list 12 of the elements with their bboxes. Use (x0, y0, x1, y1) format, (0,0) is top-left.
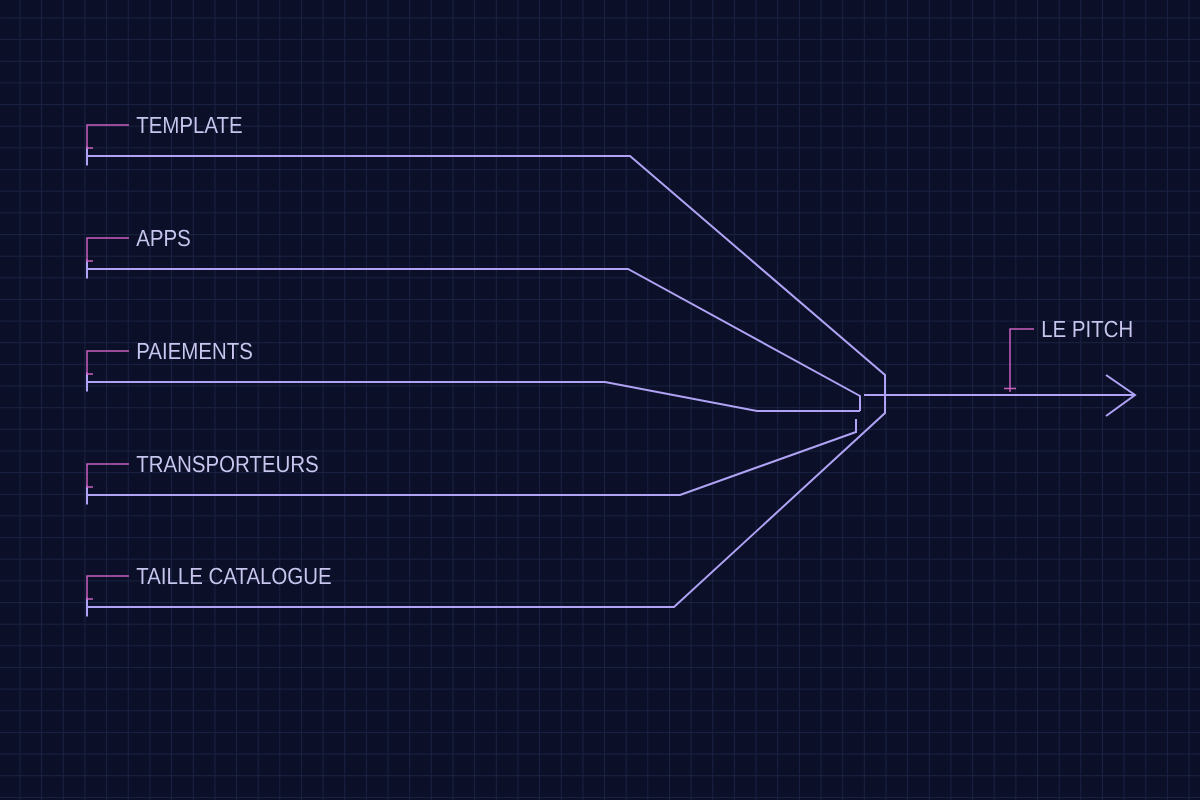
leader-line (86, 350, 130, 375)
track-label: PAIEMENTS (137, 342, 252, 360)
track-label: APPS (136, 229, 190, 247)
leader-line (1009, 328, 1035, 393)
leader-line (86, 575, 130, 600)
leader-line (86, 237, 130, 262)
track-label: TRANSPORTEURS (136, 455, 318, 473)
leader-line (86, 124, 130, 149)
track-label: TAILLE CATALOGUE (136, 567, 331, 585)
leader-line (86, 463, 130, 488)
track-label: TEMPLATE (136, 116, 242, 134)
output-label: LE PITCH (1042, 320, 1132, 338)
